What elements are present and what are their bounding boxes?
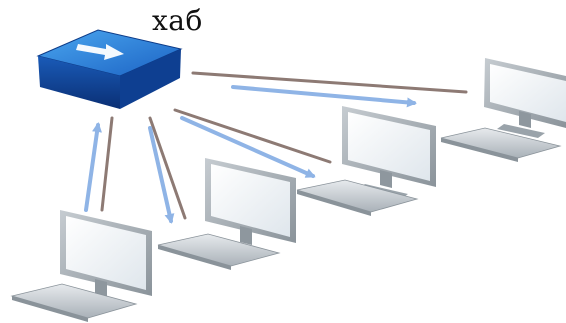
keyboard-icon (440, 127, 562, 162)
computer-2 (157, 158, 296, 270)
arrow-to-computer-3 (180, 116, 316, 178)
hub-arrow-icon (76, 44, 124, 60)
cable-to-computer-4 (191, 71, 468, 94)
computer-3 (296, 106, 436, 216)
arrow-to-computer-2 (148, 126, 175, 224)
hub-label: хаб (152, 4, 203, 37)
monitor-icon (205, 158, 296, 256)
signal-arrows (84, 85, 417, 224)
monitor-icon (484, 58, 566, 138)
keyboard-icon (10, 283, 138, 322)
arrow-from-computer-1 (84, 122, 102, 212)
cables (100, 71, 468, 220)
network-hub-icon (36, 29, 183, 109)
computer-4 (440, 58, 566, 162)
cable-to-computer-3 (173, 108, 332, 164)
monitor-icon (60, 210, 152, 309)
cable-to-computer-2 (148, 116, 187, 220)
keyboard-icon (296, 179, 419, 216)
computer-1 (10, 210, 152, 322)
arrow-to-computer-4 (231, 85, 417, 108)
cable-to-computer-1 (100, 116, 114, 212)
keyboard-icon (157, 233, 281, 270)
